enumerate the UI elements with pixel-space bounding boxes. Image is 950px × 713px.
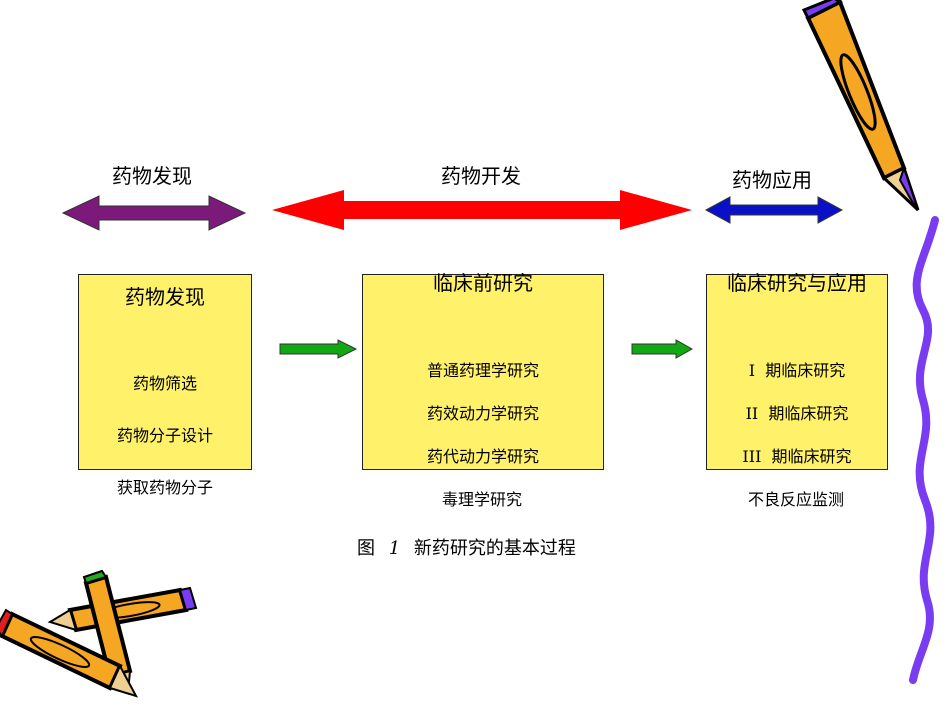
discovery-box: 药物发现 药物筛选 药物分子设计 [78, 274, 252, 470]
caption-text: 新药研究的基本过程 [413, 538, 576, 559]
discovery-item-molecular-design: 药物分子设计 [116, 426, 213, 445]
flow-arrow-2 [631, 339, 694, 359]
discovery-double-arrow [61, 195, 247, 231]
preclinical-item-pharmacodynamics: 药效动力学研究 [426, 404, 539, 423]
clinical-item-phase-1: I 期临床研究 [748, 361, 846, 380]
discovery-box-title: 药物发现 [125, 285, 205, 309]
development-double-arrow [272, 190, 692, 230]
phase-label-discovery: 药物发现 [112, 164, 192, 188]
preclinical-item-pharmacokinetics: 药代动力学研究 [426, 447, 539, 466]
discovery-item-screening: 药物筛选 [132, 374, 197, 393]
figure-caption: 图 1 新药研究的基本过程 [357, 534, 576, 560]
preclinical-below-text: 毒理学研究 [441, 490, 522, 509]
pencil-icon-top-right [801, 0, 920, 212]
caption-number: 1 [388, 538, 401, 559]
squiggle-line-right [909, 216, 939, 684]
preclinical-box: 临床前研究 普通药理学研究 药效动力学研究 药代动力学研究 [362, 271, 604, 470]
phase-label-development: 药物开发 [441, 164, 521, 188]
preclinical-box-title: 临床前研究 [433, 271, 533, 295]
pencil-icon-bottom-left-3 [0, 608, 139, 698]
caption-prefix: 图 [357, 538, 375, 559]
clinical-item-phase-2: II 期临床研究 [745, 404, 849, 423]
phase-label-application: 药物应用 [732, 168, 812, 192]
flow-arrow-1 [279, 339, 358, 359]
clinical-below-text: 不良反应监测 [747, 490, 844, 509]
preclinical-item-general-pharmacology: 普通药理学研究 [426, 361, 539, 380]
application-double-arrow [704, 196, 844, 224]
clinical-box: 临床研究与应用 I 期临床研究 II 期临床研究 III 期临床研究 [706, 271, 888, 470]
discovery-below-text: 获取药物分子 [116, 478, 213, 497]
clinical-item-phase-3: III 期临床研究 [742, 447, 852, 466]
clinical-box-title: 临床研究与应用 [727, 271, 867, 295]
